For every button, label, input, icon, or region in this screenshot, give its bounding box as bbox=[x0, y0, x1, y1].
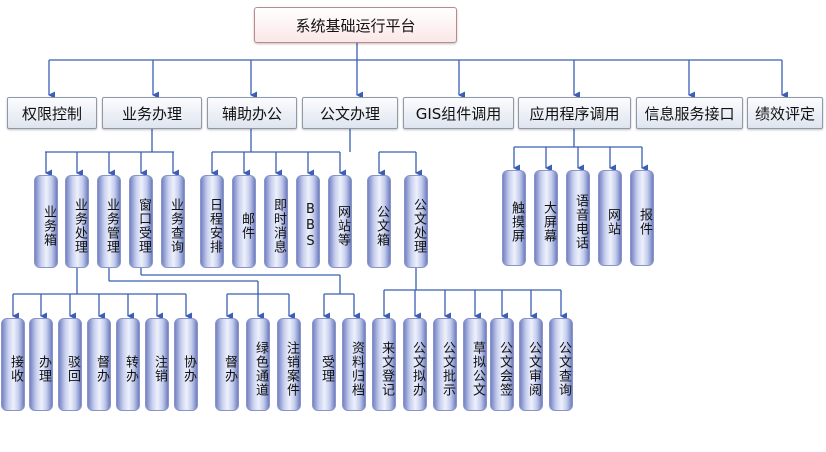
node-bo: 驳回 bbox=[58, 318, 82, 411]
node-quanxian: 权限控制 bbox=[7, 97, 97, 129]
node-zhuxiao: 注销案件 bbox=[277, 318, 301, 411]
node-yewuguanli: 业务管理 bbox=[97, 175, 121, 268]
node-shenyue: 公文审阅 bbox=[519, 318, 543, 411]
node-du: 督办 bbox=[87, 318, 111, 411]
node-ban: 办理 bbox=[29, 318, 53, 411]
node-caoni: 草拟公文 bbox=[463, 318, 487, 411]
node-jishi: 即时消息 bbox=[264, 175, 288, 268]
node-yewuchuli: 业务处理 bbox=[65, 175, 89, 268]
node-shouli: 受理 bbox=[312, 318, 336, 411]
node-lvse: 绿色通道 bbox=[246, 318, 270, 411]
node-youjian: 邮件 bbox=[232, 175, 256, 268]
node-duban2: 督办 bbox=[215, 318, 239, 411]
node-chuangkou: 窗口受理 bbox=[129, 175, 153, 268]
node-yewuxiang: 业务箱 bbox=[34, 175, 58, 268]
node-chaxun: 公文查询 bbox=[549, 318, 573, 411]
node-gongwenxiang: 公文箱 bbox=[367, 175, 391, 268]
node-fuzhu: 辅助办公 bbox=[207, 97, 297, 129]
node-richeng: 日程安排 bbox=[200, 175, 224, 268]
node-jixiao: 绩效评定 bbox=[747, 97, 823, 129]
node-root: 系统基础运行平台 bbox=[254, 7, 457, 43]
node-ziliao: 资料归档 bbox=[342, 318, 366, 411]
node-yingyong: 应用程序调用 bbox=[518, 97, 631, 129]
node-gongwenchuli: 公文处理 bbox=[404, 175, 428, 268]
node-zhuan: 转办 bbox=[116, 318, 140, 411]
node-bbs: BBS bbox=[296, 175, 320, 268]
node-wangzhandeng: 网站等 bbox=[328, 175, 352, 268]
node-yewuchaxun: 业务查询 bbox=[161, 175, 185, 268]
node-jie: 接收 bbox=[1, 318, 25, 411]
node-niban: 公文拟办 bbox=[403, 318, 427, 411]
node-gongwen: 公文办理 bbox=[302, 97, 398, 129]
node-pishi: 公文批示 bbox=[433, 318, 457, 411]
node-yewu: 业务办理 bbox=[102, 97, 202, 129]
node-huiqian: 公文会签 bbox=[490, 318, 514, 411]
node-yuyin: 语音电话 bbox=[566, 170, 590, 266]
node-chumo: 触摸屏 bbox=[502, 170, 526, 266]
node-daping: 大屏幕 bbox=[534, 170, 558, 266]
node-zhu: 注销 bbox=[145, 318, 169, 411]
node-baojian: 报件 bbox=[630, 170, 654, 266]
node-wangzhan: 网站 bbox=[598, 170, 622, 266]
node-xinxi: 信息服务接口 bbox=[636, 97, 743, 129]
node-laiwen: 来文登记 bbox=[372, 318, 396, 411]
node-gis: GIS组件调用 bbox=[403, 97, 514, 129]
node-xie: 协办 bbox=[174, 318, 198, 411]
